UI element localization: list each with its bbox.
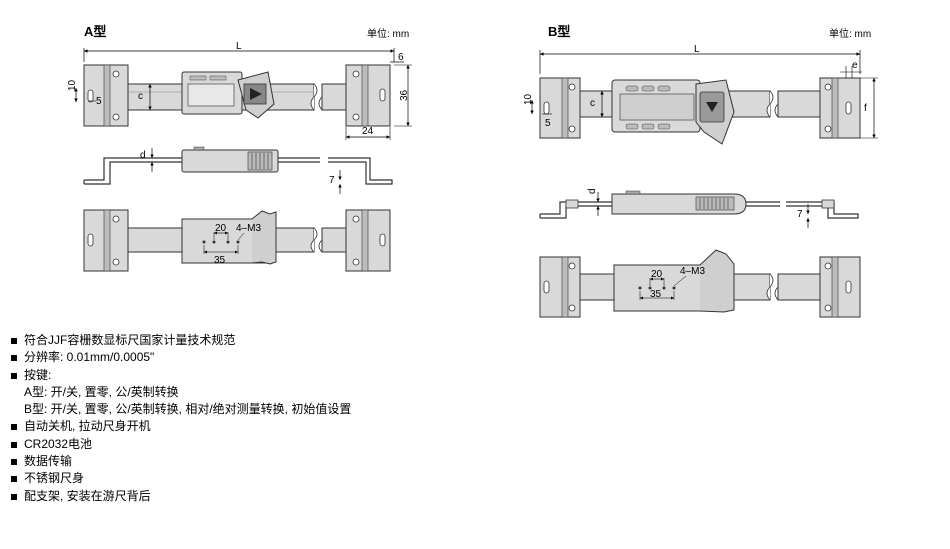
type-a-unit: 单位: mm — [367, 27, 409, 40]
type-b-dim-e: e — [852, 60, 858, 71]
type-a-dim-L: L — [236, 41, 242, 52]
feature-item: 按键: — [10, 367, 351, 384]
bullet-square-icon — [11, 355, 17, 362]
type-b-drawing: B型 单位: mm L — [523, 24, 878, 318]
feature-sub-item: B型: 开/关, 置零, 公/英制转换, 相对/绝对测量转换, 初始值设置 — [24, 402, 352, 417]
type-b-dim-d: d — [587, 188, 598, 194]
feature-item: 不锈钢尺身 — [10, 470, 351, 487]
feature-item: CR2032电池 — [10, 436, 351, 453]
type-a-dim-5: 5 — [96, 96, 102, 107]
type-b-back-view — [539, 249, 861, 318]
down-triangle-icon — [706, 102, 718, 112]
type-b-dim-c: c — [590, 98, 595, 109]
type-a-title: A型 — [84, 24, 106, 39]
type-a-dim-c: c — [138, 91, 143, 102]
type-a-side-view — [83, 146, 393, 185]
bullet-square-icon — [11, 493, 17, 500]
type-b-dim-20: 20 — [651, 269, 663, 280]
technical-drawing: A型 单位: mm L — [67, 24, 878, 318]
type-b-top-view — [539, 77, 861, 145]
feature-list: 符合JJF容栅数显标尺国家计量技术规范 分辨率: 0.01mm/0.0005" … — [10, 332, 351, 505]
type-b-dim-35: 35 — [650, 289, 662, 300]
type-a-back-view — [83, 209, 391, 272]
feature-item: 自动关机, 拉动尺身开机 — [10, 418, 351, 435]
bullet-square-icon — [11, 338, 17, 344]
type-b-dim-4m3: 4–M3 — [680, 266, 705, 277]
type-b-unit: 单位: mm — [829, 27, 871, 40]
type-a-dim-6: 6 — [398, 52, 404, 63]
feature-item: 符合JJF容栅数显标尺国家计量技术规范 — [10, 332, 351, 349]
type-b-title: B型 — [548, 24, 570, 39]
type-a-dim-35: 35 — [214, 255, 226, 266]
type-a-dim-10: 10 — [67, 79, 78, 91]
type-b-dim-f: f — [864, 103, 867, 114]
bullet-square-icon — [11, 476, 17, 483]
type-a-dim-7: 7 — [329, 175, 335, 186]
type-a-dim-20: 20 — [215, 223, 227, 234]
type-b-side-view — [539, 190, 859, 219]
bullet-square-icon — [11, 372, 17, 379]
feature-item: 分辨率: 0.01mm/0.0005" — [10, 349, 351, 366]
type-a-dim-4m3: 4–M3 — [236, 223, 261, 234]
bullet-square-icon — [11, 424, 17, 431]
type-b-dim-7: 7 — [797, 209, 803, 220]
type-a-dim-d: d — [140, 150, 146, 161]
type-a-dim-36: 36 — [399, 89, 410, 101]
type-b-dim-5: 5 — [545, 118, 551, 129]
feature-item: 配支架, 安装在游尺背后 — [10, 488, 351, 505]
type-a-top-view — [83, 64, 391, 127]
type-a-dim-24: 24 — [362, 126, 374, 137]
type-b-dim-10: 10 — [523, 93, 534, 105]
feature-item: 数据传输 — [10, 453, 351, 470]
bullet-square-icon — [11, 441, 17, 448]
play-triangle-icon — [250, 88, 262, 100]
bullet-square-icon — [11, 459, 17, 466]
type-b-dim-L: L — [694, 44, 700, 55]
type-a-drawing: A型 单位: mm L — [67, 24, 412, 272]
feature-sub-item: A型: 开/关, 置零, 公/英制转换 — [24, 384, 179, 399]
